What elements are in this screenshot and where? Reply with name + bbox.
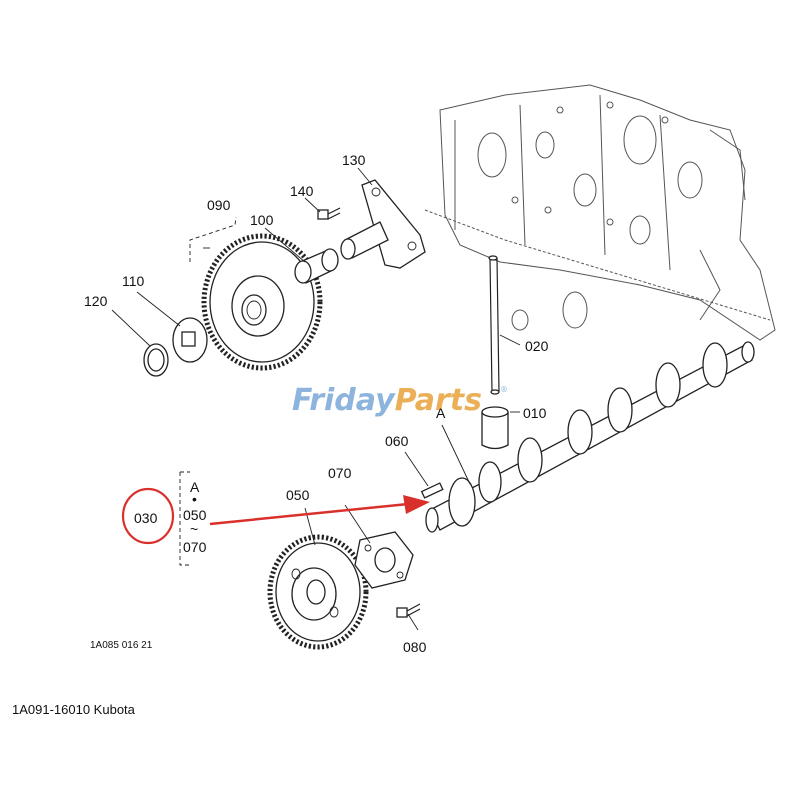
watermark-word2: Parts xyxy=(395,383,482,418)
idle-gear-shaft xyxy=(340,179,426,269)
callout-110: 110 xyxy=(122,273,145,289)
callout-120: 120 xyxy=(84,293,108,309)
callout-050: 050 xyxy=(286,487,310,503)
camshaft xyxy=(425,341,755,533)
bracket-dot: • xyxy=(192,491,197,507)
callout-ref-a: A xyxy=(436,405,446,421)
bracket-line1: A xyxy=(190,479,200,495)
highlight xyxy=(121,487,430,545)
watermark: FridayParts ® xyxy=(292,383,508,418)
push-rod xyxy=(488,255,500,395)
callout-070: 070 xyxy=(328,465,352,481)
callout-140: 140 xyxy=(290,183,314,199)
caption: 1A091-16010 Kubota xyxy=(12,702,135,717)
callout-100: 100 xyxy=(250,212,274,228)
highlight-arrowhead xyxy=(403,495,430,514)
drawing-code: 1A085 016 21 xyxy=(90,640,153,651)
callout-010: 010 xyxy=(523,405,547,421)
highlight-arrow xyxy=(209,502,409,526)
engine-block xyxy=(424,84,776,341)
cam-gear xyxy=(267,534,369,650)
bracket-line2: 050 xyxy=(183,507,207,523)
bracket-line3: 070 xyxy=(183,539,207,555)
thrust-plate xyxy=(354,531,414,589)
assembly-bracket: A • 050 ~ 070 xyxy=(183,479,207,555)
bolt-lower xyxy=(396,603,421,618)
watermark-word1: Friday xyxy=(292,383,396,418)
collar xyxy=(172,317,208,363)
tappet xyxy=(481,406,509,450)
leader-lines xyxy=(111,167,521,631)
snap-ring xyxy=(143,343,169,377)
bolt-upper xyxy=(317,207,341,220)
callout-030: 030 xyxy=(134,510,158,526)
watermark-reg: ® xyxy=(500,385,508,394)
callout-130: 130 xyxy=(342,152,366,168)
bushing xyxy=(294,248,339,284)
idle-gear xyxy=(201,233,323,371)
callout-090: 090 xyxy=(207,197,231,213)
callout-labels: 130 140 090 100 110 120 020 010 A 060 07… xyxy=(84,152,549,655)
callout-020: 020 xyxy=(525,338,549,354)
svg-text:FridayParts: FridayParts xyxy=(292,383,482,418)
highlight-circle xyxy=(121,487,175,545)
bracket-tilde: ~ xyxy=(190,521,198,537)
callout-080: 080 xyxy=(403,639,427,655)
callout-060: 060 xyxy=(385,433,409,449)
woodruff-key xyxy=(420,482,444,499)
